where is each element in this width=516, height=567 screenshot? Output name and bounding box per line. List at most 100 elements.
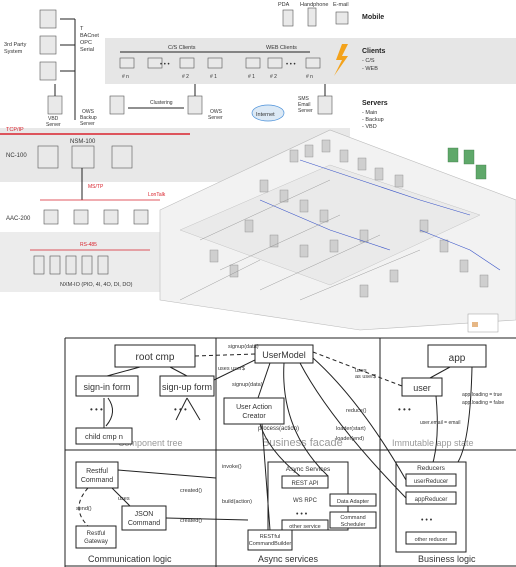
svg-text:• • •: • • • bbox=[286, 62, 296, 68]
handphone-label: Handphone bbox=[300, 2, 328, 8]
svg-text:• • •: • • • bbox=[296, 511, 308, 518]
svg-text:# 2: # 2 bbox=[182, 74, 189, 80]
svg-text:app.loading = false: app.loading = false bbox=[462, 400, 504, 406]
root-cmp-label: root cmp bbox=[136, 352, 175, 363]
svg-text:loader(start): loader(start) bbox=[336, 426, 366, 432]
user-reducer-label: userReducer bbox=[414, 479, 448, 485]
rest-api-box bbox=[281, 475, 329, 489]
user-label: user bbox=[413, 383, 431, 393]
svg-text:• • •: • • • bbox=[174, 405, 187, 414]
svg-text:MS/TP: MS/TP bbox=[88, 184, 104, 190]
nxm-label: NXM-IO (PIO, 4I, 4O, DI, DO) bbox=[60, 282, 133, 288]
other-service-box bbox=[281, 519, 329, 531]
async-services-label: Async services bbox=[258, 554, 319, 564]
svg-text:# n: # n bbox=[306, 74, 313, 80]
json-command-box bbox=[121, 505, 167, 531]
servers-title: Servers bbox=[362, 100, 388, 107]
svg-text:• • •: • • • bbox=[90, 405, 103, 414]
immutable-state-label: Immutable app state bbox=[392, 438, 474, 448]
command-scheduler-box bbox=[329, 511, 377, 529]
svg-text:RS-485: RS-485 bbox=[80, 242, 97, 248]
svg-text:signup(data): signup(data) bbox=[228, 344, 259, 350]
controllers-section: NC-100 NSM-100 MS/TP LonTalk bbox=[6, 139, 166, 201]
svg-text:• • •: • • • bbox=[421, 517, 433, 524]
aac200-label: AAC-200 bbox=[6, 216, 31, 222]
app-label: app bbox=[449, 353, 466, 364]
client-computers bbox=[119, 57, 321, 69]
svg-text:reduce(): reduce() bbox=[346, 408, 367, 414]
svg-text:• • •: • • • bbox=[398, 405, 411, 414]
svg-text:build(action): build(action) bbox=[222, 499, 252, 505]
svg-text:- VBD: - VBD bbox=[362, 124, 377, 130]
pda-label: PDA bbox=[278, 2, 290, 8]
svg-text:- WEB: - WEB bbox=[362, 66, 378, 72]
restful-builder-box bbox=[247, 529, 293, 551]
svg-text:invoke(): invoke() bbox=[222, 464, 242, 470]
usermodel-label: UserModel bbox=[262, 350, 306, 360]
app-reducer-label: appReducer bbox=[415, 497, 448, 503]
app-box bbox=[427, 344, 487, 368]
svg-text:# 2: # 2 bbox=[270, 74, 277, 80]
clustering-label: Clustering bbox=[150, 100, 173, 106]
cs-clients-label: C/S Clients bbox=[168, 45, 196, 51]
svg-text:uses user$: uses user$ bbox=[218, 366, 245, 372]
isometric-network-illustration bbox=[159, 129, 516, 333]
reducers-title: Reducers bbox=[417, 465, 446, 472]
user-box bbox=[401, 377, 443, 397]
nc100-label: NC-100 bbox=[6, 153, 27, 159]
svg-text:- Backup: - Backup bbox=[362, 117, 384, 123]
clients-title: Clients bbox=[362, 48, 385, 55]
data-adapter-label: Data Adapter bbox=[337, 499, 369, 505]
pda-icon bbox=[282, 9, 294, 27]
data-adapter-box bbox=[329, 493, 377, 507]
ws-rpc-label: WS RPC bbox=[293, 498, 318, 504]
svg-text:uses: uses bbox=[118, 496, 130, 502]
tcpip-label: TCP/IP bbox=[6, 127, 24, 133]
sms-server-icon bbox=[317, 95, 333, 115]
internet-label: Internet bbox=[256, 112, 275, 118]
web-clients-label: WEB Clients bbox=[266, 45, 297, 51]
rest-api-label: REST API bbox=[292, 481, 319, 487]
legend-key-box bbox=[467, 313, 499, 333]
child-cmp-label: child cmp n bbox=[85, 432, 123, 441]
architecture-diagram: Component tree Business facade Immutable… bbox=[64, 337, 516, 567]
lightning-icon bbox=[334, 44, 348, 76]
svg-text:- Main: - Main bbox=[362, 110, 377, 116]
handphone-icon bbox=[307, 7, 317, 27]
internet-cloud-icon bbox=[251, 104, 285, 122]
mobile-section: PDA Handphone E-mail Mobile bbox=[278, 2, 384, 27]
vbd-server-icon bbox=[47, 95, 63, 115]
svg-text:# 1: # 1 bbox=[248, 74, 255, 80]
async-services-title: Async Services bbox=[286, 466, 331, 473]
nsm100-label: NSM-100 bbox=[70, 139, 96, 145]
mobile-title: Mobile bbox=[362, 14, 384, 21]
svg-text:LonTalk: LonTalk bbox=[148, 192, 166, 198]
svg-text:user.email = email: user.email = email bbox=[420, 420, 460, 426]
business-facade-label: Business facade bbox=[262, 437, 343, 449]
io-section: AAC-200 RS-485 NXM-IO (PIO, 4I, 4O, DI, … bbox=[6, 209, 150, 288]
svg-text:# 1: # 1 bbox=[210, 74, 217, 80]
signin-form-label: sign-in form bbox=[83, 382, 130, 392]
ows-backup-server-icon bbox=[109, 95, 125, 115]
svg-text:signup(data): signup(data) bbox=[232, 382, 263, 388]
user-action-creator-box bbox=[223, 397, 285, 425]
component-tree-label: Component tree bbox=[118, 438, 183, 448]
restful-gateway-box bbox=[75, 525, 117, 549]
signup-form-label: sign-up form bbox=[162, 382, 212, 392]
svg-text:# n: # n bbox=[122, 74, 129, 80]
svg-text:process(action): process(action) bbox=[258, 426, 299, 432]
